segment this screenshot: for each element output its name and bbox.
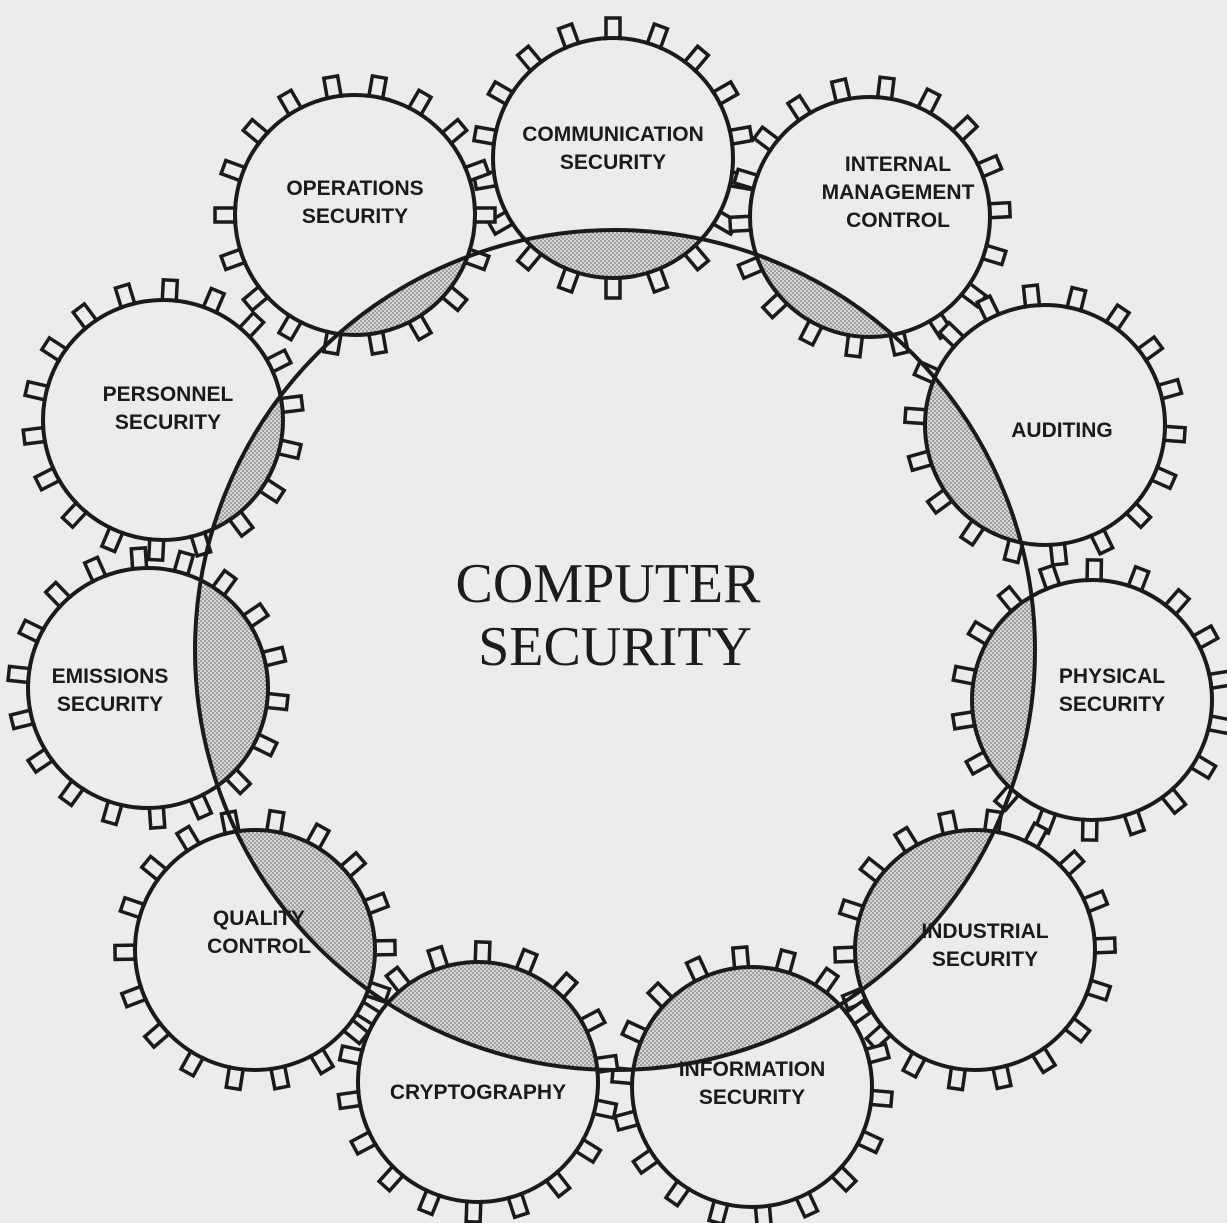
overlap-internal-management <box>756 254 893 337</box>
gear-label-line: SECURITY <box>932 948 1038 971</box>
gear-label-line: INFORMATION <box>679 1058 826 1081</box>
gear-label-line: OPERATIONS <box>286 177 423 200</box>
gear-quality <box>133 828 377 1072</box>
overlap-communication <box>525 229 702 278</box>
gear-body-inner <box>494 39 732 277</box>
gear-labels: COMMUNICATION SECURITY INTERNAL MANAGEMENT C… <box>52 123 1166 1109</box>
overlap-information <box>633 967 840 1070</box>
center-title-line-2: SECURITY <box>478 616 752 678</box>
gear-label-line: QUALITY <box>213 907 305 930</box>
gear-body-inner <box>633 968 871 1206</box>
gear-body <box>133 828 377 1072</box>
gear-label-line: CRYPTOGRAPHY <box>390 1081 566 1104</box>
gear-body <box>923 303 1167 547</box>
gear-label-line: PHYSICAL <box>1059 665 1165 688</box>
gear-body-fill <box>752 99 988 335</box>
gear-label-line: CONTROL <box>846 209 950 232</box>
gear-body-inner <box>856 831 1094 1069</box>
gear-industrial <box>853 828 1097 1072</box>
gear-body <box>41 298 285 542</box>
overlap-quality <box>236 830 375 990</box>
gears <box>26 36 1214 1209</box>
overlap-regions <box>194 229 1036 1070</box>
gear-body-inner <box>926 306 1164 544</box>
gear-label-line: SECURITY <box>302 205 408 228</box>
gear-body <box>853 828 1097 1072</box>
gear-label-line: SECURITY <box>560 151 666 174</box>
gear-physical <box>970 578 1214 822</box>
center-title: COMPUTER SECURITY <box>456 553 775 678</box>
gear-body-inner <box>973 581 1211 819</box>
gear-body <box>356 960 600 1204</box>
overlap-operations <box>338 256 468 336</box>
gear-body <box>26 566 270 810</box>
computer-security-ring <box>193 228 1037 1072</box>
gear-label-operations: OPERATIONS SECURITY <box>286 177 423 228</box>
overlap-industrial <box>855 830 994 990</box>
gear-label-personnel: PERSONNEL SECURITY <box>103 383 234 434</box>
gear-label-quality: QUALITY CONTROL <box>207 907 311 958</box>
gear-label-physical: PHYSICAL SECURITY <box>1059 665 1165 716</box>
gear-label-auditing: AUDITING <box>1011 419 1113 442</box>
gear-personnel <box>41 298 285 542</box>
gear-label-line: INTERNAL <box>845 153 951 176</box>
gear-label-line: SECURITY <box>57 693 163 716</box>
gear-label-line: AUDITING <box>1011 419 1113 442</box>
gear-label-communication: COMMUNICATION SECURITY <box>522 123 704 174</box>
overlap-auditing <box>924 377 1021 543</box>
overlap-cryptography <box>387 961 598 1070</box>
gear-body-inner <box>751 98 989 336</box>
gear-communication <box>491 36 735 280</box>
gear-body-inner <box>29 569 267 807</box>
gear-label-line: MANAGEMENT <box>822 181 975 204</box>
gear-label-cryptography: CRYPTOGRAPHY <box>390 1081 566 1104</box>
center-title-line-1: COMPUTER <box>456 553 762 615</box>
gear-label-line: SECURITY <box>1059 693 1165 716</box>
gear-label-line: INDUSTRIAL <box>921 920 1048 943</box>
gear-label-line: PERSONNEL <box>103 383 234 406</box>
overlap-personnel <box>212 395 284 530</box>
gear-label-line: SECURITY <box>699 1086 805 1109</box>
gear-internal-management <box>748 95 992 339</box>
gear-body-fill <box>237 97 473 333</box>
gear-body <box>630 965 874 1209</box>
gear-label-line: CONTROL <box>207 935 311 958</box>
gear-emissions <box>26 566 270 810</box>
gear-cryptography <box>356 960 600 1204</box>
gear-label-internal-management: INTERNAL MANAGEMENT CONTROL <box>822 153 975 232</box>
gear-body-fill <box>495 40 731 276</box>
gear-body-fill <box>45 302 281 538</box>
gear-label-line: SECURITY <box>115 411 221 434</box>
gear-label-line: EMISSIONS <box>52 665 169 688</box>
gear-body <box>233 93 477 337</box>
gear-body-inner <box>236 96 474 334</box>
gear-label-line: COMMUNICATION <box>522 123 704 146</box>
gear-information <box>630 965 874 1209</box>
gear-body-inner <box>359 963 597 1201</box>
gear-body <box>491 36 735 280</box>
gear-body <box>748 95 992 339</box>
gear-body-inner <box>44 301 282 539</box>
gear-label-industrial: INDUSTRIAL SECURITY <box>921 920 1048 971</box>
gear-label-information: INFORMATION SECURITY <box>679 1058 826 1109</box>
gear-body-inner <box>136 831 374 1069</box>
gear-label-emissions: EMISSIONS SECURITY <box>52 665 169 716</box>
gear-auditing <box>923 303 1167 547</box>
overlap-emissions <box>194 580 268 786</box>
gear-operations <box>233 93 477 337</box>
gear-body <box>970 578 1214 822</box>
